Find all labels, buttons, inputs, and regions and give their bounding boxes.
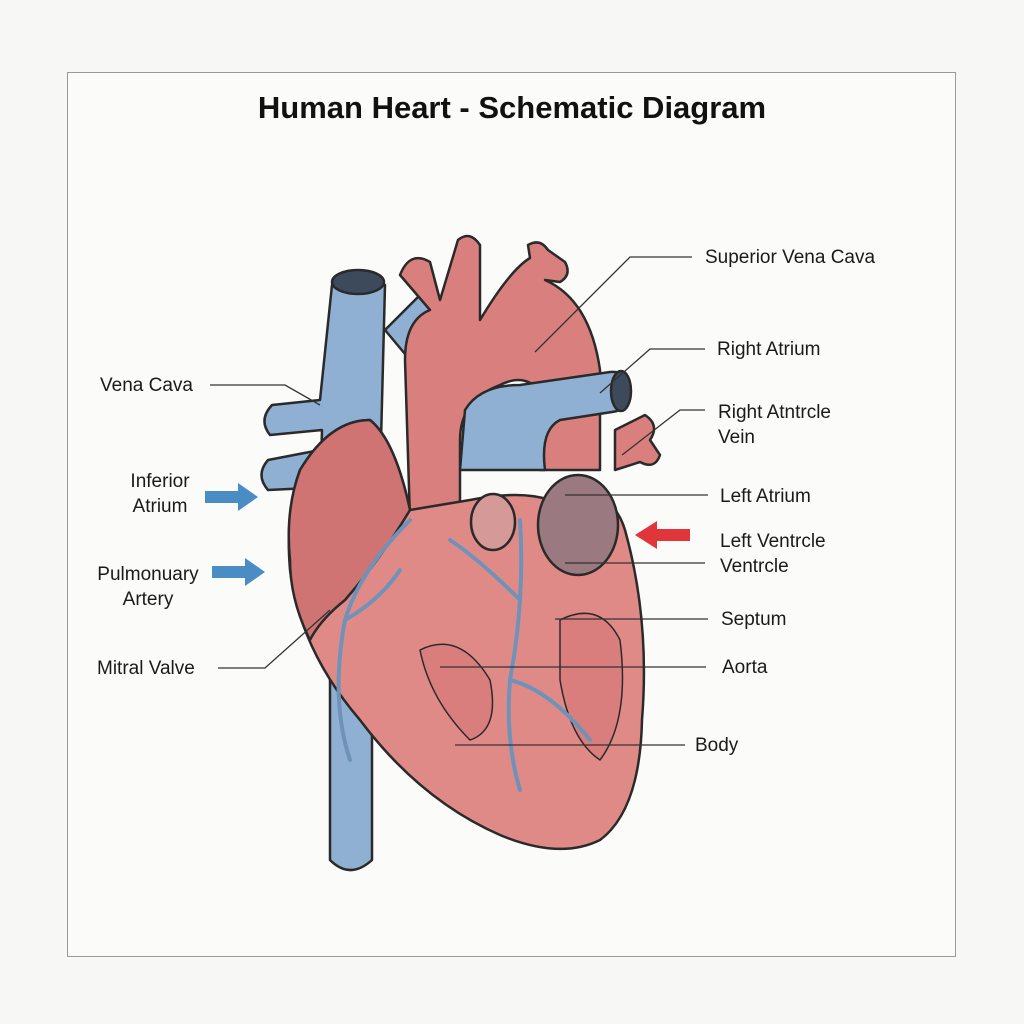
label-line: Ventrcle [720,556,789,577]
label-line: Vein [718,427,755,448]
right-atrium-mass [287,418,412,642]
label-line: Atrium [132,496,188,517]
pulmonuary-artery-arrow-icon [212,558,265,586]
left-atrium-mass [536,473,620,577]
diagram-title: Human Heart - Schematic Diagram [257,90,767,125]
label-line: Left Ventrcle [720,531,826,552]
label-vena-cava: Vena Cava [100,375,193,396]
label-line: Artery [122,589,174,610]
label-right-atrium: Right Atrium [717,339,821,360]
label-line: Pulmonuary [97,564,199,585]
inferior-atrium-arrow-icon [205,483,258,511]
left-ventrcle-arrow-icon [635,521,690,549]
label-line: Inferior [130,471,190,492]
label-superior-vena-cava: Superior Vena Cava [705,247,876,268]
label-line: Right Atntrcle [718,402,831,423]
label-mitral-valve: Mitral Valve [97,658,195,679]
label-body: Body [695,735,739,756]
label-left-atrium: Left Atrium [720,486,811,507]
label-aorta: Aorta [722,657,768,678]
label-septum: Septum [721,609,787,630]
